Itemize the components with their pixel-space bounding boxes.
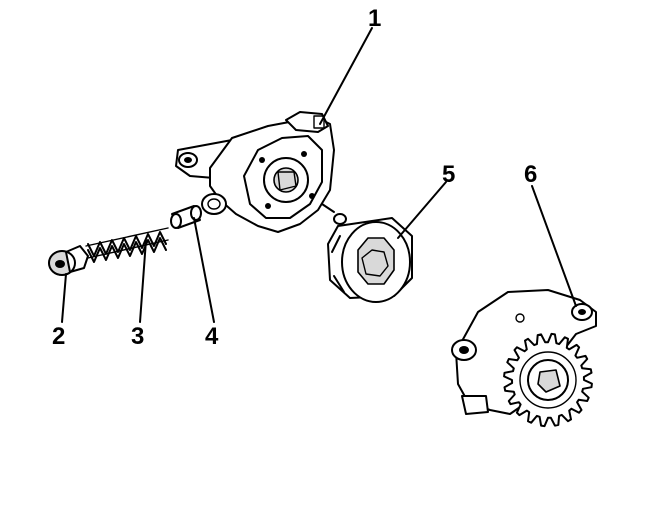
plug <box>48 245 89 276</box>
callout-4: 4 <box>205 323 219 350</box>
leader-lines <box>61 27 577 323</box>
callout-3: 3 <box>131 323 144 350</box>
spring <box>85 227 169 263</box>
leader-3 <box>139 239 147 323</box>
callout-labels: 1 2 3 4 5 6 <box>52 5 537 350</box>
dowel-pin <box>333 213 347 225</box>
callout-2: 2 <box>52 323 65 350</box>
gear-hub-ring <box>519 351 577 409</box>
pump-housing <box>175 111 335 233</box>
callout-6: 6 <box>524 161 537 188</box>
relief-valve <box>170 205 202 229</box>
leader-6 <box>531 185 577 307</box>
callout-1: 1 <box>368 5 381 32</box>
cover-and-gear <box>451 289 597 428</box>
leader-5 <box>397 181 447 239</box>
leader-4 <box>193 217 215 323</box>
leader-2 <box>61 273 67 323</box>
callout-5: 5 <box>442 161 455 188</box>
rotor-ring <box>327 217 413 303</box>
leader-1 <box>319 27 373 125</box>
